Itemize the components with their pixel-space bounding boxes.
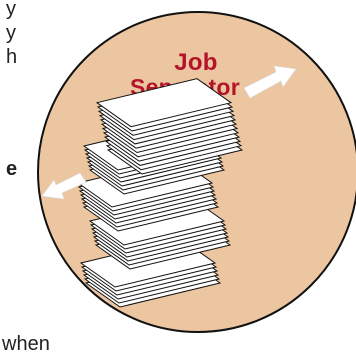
paper-sheet [95, 78, 233, 128]
text-fragment-4: e [6, 158, 18, 180]
text-fragment-1: y [6, 0, 16, 20]
figure-title-line-1: Job [174, 49, 218, 76]
paper-stack-icon [76, 78, 244, 308]
text-fragment-3: h [6, 46, 18, 68]
job-separator-figure: Job Separator [37, 11, 356, 333]
arrow-right-up-icon [243, 65, 297, 99]
text-fragment-2: y [6, 22, 16, 44]
arrow-left-down-icon [41, 172, 87, 200]
